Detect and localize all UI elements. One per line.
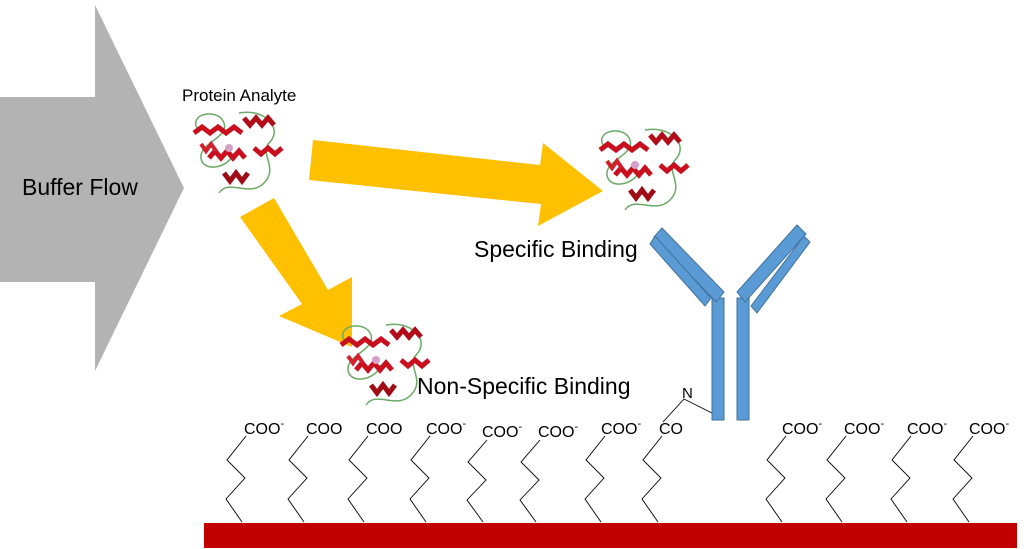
carboxyl-group-label: COO-	[907, 418, 948, 438]
carboxyl-group-label: COO	[306, 421, 343, 438]
carboxyl-group-label: COO-	[844, 418, 885, 438]
linker-chain	[641, 435, 663, 523]
carboxyl-group-label: COO-	[601, 418, 642, 438]
amide-group-label: CO	[659, 421, 683, 438]
linker-chain	[409, 435, 431, 523]
buffer-flow-label: Buffer Flow	[22, 174, 138, 200]
linker-chain	[952, 435, 974, 523]
carboxyl-group-label: COO-	[244, 418, 285, 438]
amide-bond-line	[662, 398, 713, 423]
carboxyl-group-label: COO-	[782, 418, 823, 438]
specific-path-arrow	[309, 140, 603, 226]
non-specific-binding-label: Non-Specific Binding	[417, 373, 631, 399]
carboxyl-group-label: COO-	[969, 418, 1010, 438]
carboxyl-group-label: COO-	[482, 421, 523, 441]
n-terminus-label: N	[682, 385, 693, 402]
linker-chain	[287, 435, 309, 523]
linker-chain	[347, 435, 369, 523]
adsorbed-protein-icon	[341, 324, 429, 405]
nonspecific-path-arrow	[240, 198, 352, 347]
carboxyl-group-label: COO	[366, 421, 403, 438]
linker-chain	[765, 435, 787, 523]
linker-chain	[825, 435, 847, 523]
linker-chain	[584, 435, 606, 523]
bound-protein-icon	[600, 129, 688, 210]
protein-analyte-label: Protein Analyte	[182, 86, 297, 105]
linker-chain	[519, 439, 541, 523]
carboxyl-group-label: COO-	[426, 418, 467, 438]
substrate-surface	[204, 523, 1017, 548]
linker-chain	[890, 435, 912, 523]
linker-chain	[466, 439, 488, 523]
linker-chains	[225, 435, 974, 523]
buffer-flow-arrow	[0, 5, 184, 371]
protein-analyte-icon	[194, 112, 282, 193]
specific-binding-label: Specific Binding	[474, 236, 638, 262]
antibody-icon	[649, 224, 811, 421]
linker-chain	[225, 435, 247, 523]
carboxyl-group-label: COO-	[538, 421, 579, 441]
